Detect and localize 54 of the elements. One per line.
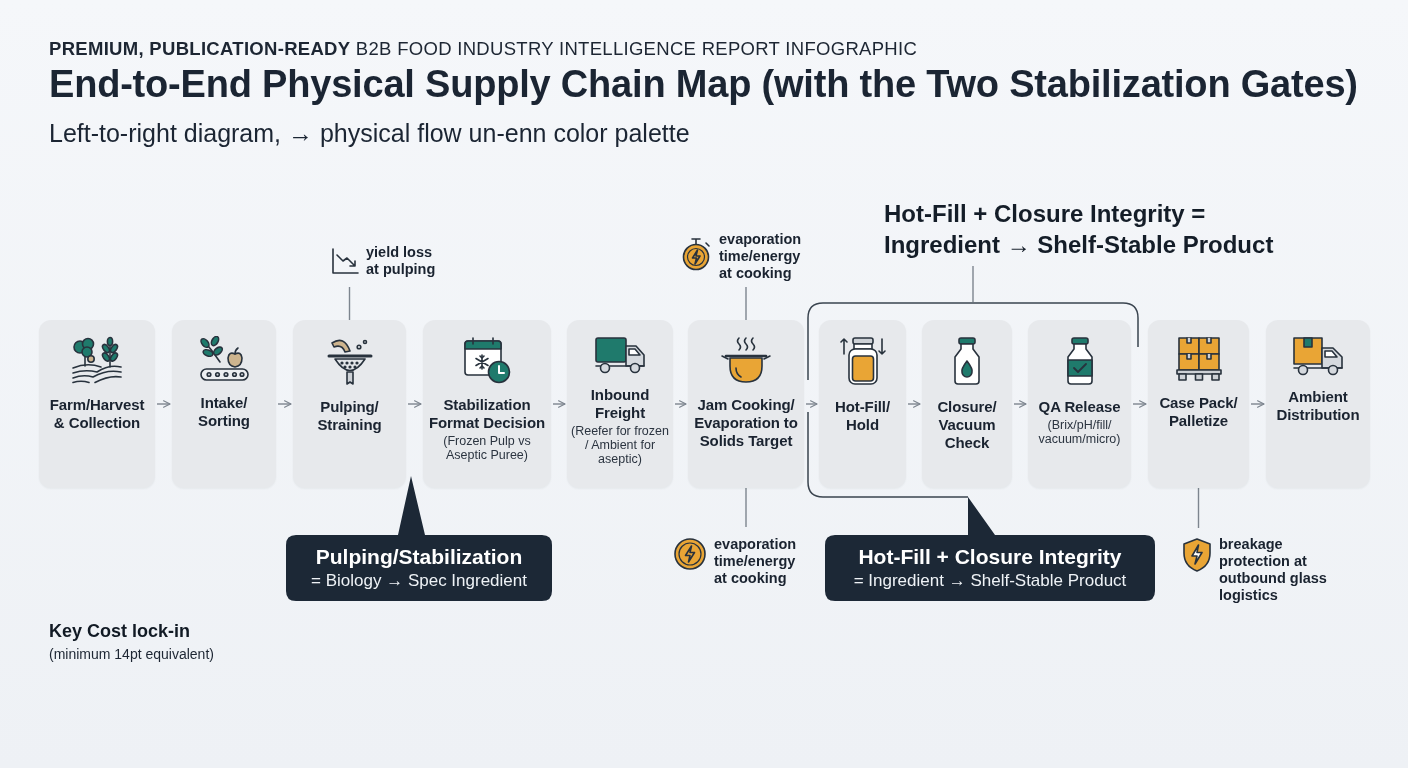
- step-title: Pulping/ Straining: [316, 398, 383, 434]
- flow-arrow: [277, 400, 292, 408]
- page-title: End-to-End Physical Supply Chain Map (with the Two Stabilization Gates): [49, 62, 1358, 106]
- process-card: [688, 320, 804, 488]
- step-title: Case Pack/ Palletize: [1158, 394, 1239, 430]
- process-card: [1028, 320, 1131, 488]
- flow-arrow: [552, 400, 566, 408]
- subtitle: Left-to-right diagram, → physical flow un-enn color palette: [49, 118, 690, 148]
- flow-arrow: [805, 400, 818, 408]
- step-title: Intake/ Sorting: [197, 394, 251, 430]
- step-title: Ambient Distribution: [1275, 388, 1361, 424]
- process-card: [567, 320, 673, 488]
- step-title: Inbound Freight: [589, 386, 651, 422]
- flow-arrow: [407, 400, 422, 408]
- step-detail: (Frozen Pulp vs Aseptic Puree): [442, 434, 532, 462]
- step-title: Closure/ Vacuum Check: [936, 398, 998, 452]
- step-title: Stabilization Format Decision: [428, 396, 546, 432]
- step-title: Farm/Harvest & Collection: [48, 396, 146, 432]
- note-heading: Key Cost lock-in: [49, 620, 191, 642]
- callout-title: Hot-Fill + Closure Integrity: [858, 545, 1122, 569]
- callout-title: Pulping/Stabilization: [315, 545, 523, 569]
- flow-arrow: [1250, 400, 1265, 408]
- process-card: [922, 320, 1012, 488]
- process-card: [293, 320, 406, 488]
- leader-line: [745, 487, 747, 528]
- process-card: [423, 320, 551, 488]
- process-card: [172, 320, 276, 488]
- step-title: QA Release: [1038, 398, 1121, 416]
- callout-text: breakage protection at outbound glass logistics: [1219, 536, 1328, 604]
- step-detail: (Brix/pH/fill/ vacuum/micro): [1037, 418, 1122, 446]
- callout-heading: Hot-Fill + Closure Integrity = Ingredient → Shelf-Stable Product: [884, 198, 1314, 266]
- callout-text: evaporation time/energy at cooking: [714, 536, 798, 587]
- process-card: [819, 320, 906, 488]
- callout-text: evaporation time/energy at cooking: [719, 231, 803, 282]
- callout-subtitle: = Biology → Spec Ingredient: [311, 570, 527, 591]
- step-detail: (Reefer for frozen / Ambient for aseptic): [570, 424, 670, 466]
- process-card: [1148, 320, 1249, 488]
- leader-line: [972, 265, 974, 303]
- note-text: (minimum 14pt equivalent): [49, 645, 214, 663]
- leader-line: [745, 286, 747, 321]
- flow-arrow: [907, 400, 921, 408]
- step-title: Jam Cooking/ Evaporation to Solids Target: [693, 396, 799, 450]
- callout-text: yield loss at pulping: [366, 244, 437, 278]
- flow-arrow: [1132, 400, 1147, 408]
- leader-line: [1197, 487, 1200, 529]
- callout-subtitle: = Ingredient → Shelf-Stable Product: [853, 570, 1127, 591]
- flow-arrow: [1013, 400, 1027, 408]
- flow-arrow: [674, 400, 687, 408]
- process-card: [39, 320, 155, 488]
- flow-arrow: [156, 400, 171, 408]
- report-kicker: PREMIUM, PUBLICATION-READY B2B FOOD INDUSTRY INTELLIGENCE REPORT INFOGRAPHIC: [49, 38, 918, 60]
- process-card: [1266, 320, 1370, 488]
- step-title: Hot-Fill/ Hold: [834, 398, 891, 434]
- leader-line: [348, 286, 351, 321]
